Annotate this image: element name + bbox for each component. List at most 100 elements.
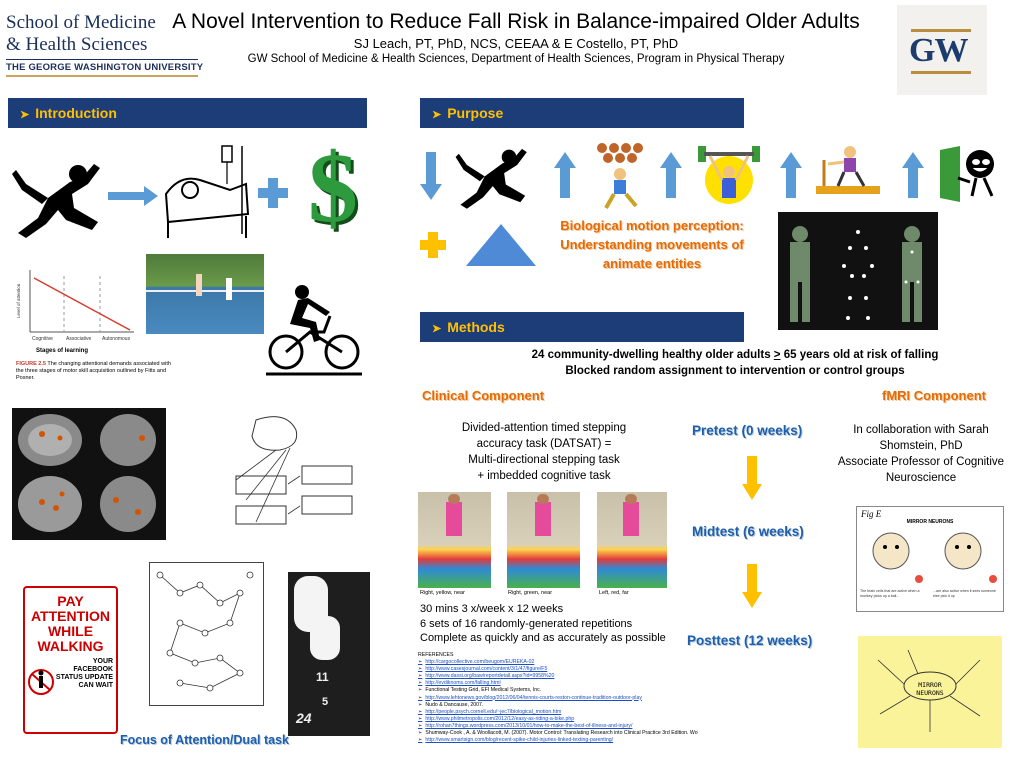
- arrow-up-icon: [780, 152, 802, 198]
- bullet-arrow-icon: ➢: [418, 673, 423, 680]
- sign-small-4: CAN WAIT: [78, 682, 114, 689]
- reference-text[interactable]: http://www.smartsign.com/blog/recent-spi…: [425, 737, 614, 744]
- sign-line-1: PAY: [57, 593, 84, 609]
- bullet-arrow-icon: ➢: [418, 694, 423, 701]
- purpose-title: Purpose: [447, 105, 504, 121]
- poster-affiliation: GW School of Medicine & Health Sciences,…: [247, 53, 785, 65]
- logo-divider: [6, 59, 198, 60]
- references-items: ➢http://cargocollective.com/beugom/EUREK…: [418, 659, 698, 744]
- reference-text[interactable]: http://cargocollective.com/beugom/EUREKA…: [425, 659, 535, 666]
- participants-text: 24 community-dwelling healthy older adul…: [420, 347, 1024, 379]
- weightlifter-icon: [698, 146, 760, 204]
- bullet-arrow-icon: ➢: [418, 666, 423, 673]
- reference-item: ➢Shumway-Cook , A. & Woollacott, M. (200…: [418, 730, 698, 737]
- collaboration-text: In collaboration with Sarah Shomstein, P…: [837, 424, 1005, 484]
- reference-item[interactable]: ➢http://cargocollective.com/beugom/EUREK…: [418, 659, 698, 666]
- triangle-icon: [466, 224, 536, 266]
- reference-item: ➢Nudo & Dancause, 2007.: [418, 702, 698, 709]
- graph-stage-2: Associative: [66, 336, 92, 342]
- reference-text[interactable]: http://evdiknoms.com/falling.html: [425, 680, 501, 687]
- mirror-neurons-mindmap: MIRROR NEURONS: [858, 636, 1002, 748]
- references-list: REFERENCES ➢http://cargocollective.com/b…: [418, 652, 698, 744]
- poster-authors: SJ Leach, PT, PhD, NCS, CEEAA & E Costel…: [353, 36, 679, 51]
- bullet-arrow-icon: ➢: [418, 701, 423, 708]
- reference-text[interactable]: http://www.philmetropolis.com/2012/12/ea…: [425, 715, 575, 722]
- participants-line-2: Blocked random assignment to interventio…: [565, 365, 905, 377]
- reference-text: Functional Testing Grid, EFI Medical Sys…: [425, 687, 542, 694]
- stepping-photo-3: [597, 492, 667, 588]
- mirror-caption-b: ...are also active when it sees someone …: [933, 589, 996, 598]
- reference-text[interactable]: http://www.casesjournal.com/content/3/1/…: [425, 666, 548, 673]
- dollar-icon: $: [308, 132, 358, 243]
- graph-stage-1: Cognitive: [32, 336, 53, 342]
- arrow-right-icon: [108, 186, 158, 206]
- focus-attention-label: Focus of Attention/Dual task: [120, 733, 289, 747]
- dual-task-diagram: [235, 416, 353, 525]
- photo-caption-1: Right, yellow, near: [420, 590, 465, 596]
- sign-small-3: STATUS UPDATE: [55, 674, 114, 681]
- exit-figure-icon: [940, 146, 994, 202]
- school-logo: School of Medicine & Health Sciences THE…: [6, 12, 204, 77]
- gw-logo: GW: [897, 5, 987, 95]
- reference-text: Nudo & Dancause, 2007.: [425, 701, 484, 708]
- mirror-neurons-figure: Fig E MIRROR NEURONS The brain cells tha…: [856, 506, 1004, 612]
- reference-item[interactable]: ➢http://evdiknoms.com/falling.html: [418, 680, 698, 687]
- attention-graph: Level of attention Cognitive Associative…: [16, 270, 134, 342]
- logo-school-line2: & Health Sciences: [6, 34, 148, 55]
- introduction-header: ➤Introduction: [8, 98, 367, 128]
- bullet-arrow-icon: ➢: [418, 715, 423, 722]
- sign-line-2: ATTENTION: [30, 608, 111, 624]
- bullet-arrow-icon: ➤: [432, 323, 442, 335]
- bullet-arrow-icon: ➤: [20, 109, 30, 121]
- cyclist-icon: [266, 285, 362, 376]
- bullet-arrow-icon: ➢: [418, 659, 423, 666]
- falling-man-icon: [12, 164, 100, 238]
- gw-logo-top-bar: [911, 29, 971, 32]
- treadmill-icon: [816, 146, 880, 194]
- bullet-arrow-icon: ➢: [418, 680, 423, 687]
- reference-text[interactable]: http://www.lehtonews.gov/blog/2012/06/04…: [425, 694, 642, 701]
- bullet-arrow-icon: ➤: [432, 109, 442, 121]
- reference-text[interactable]: http://rohan7things.wordpress.com/2013/1…: [425, 722, 633, 729]
- graph-xlabel: Stages of learning: [36, 348, 89, 354]
- methods-title: Methods: [447, 319, 505, 335]
- poster-title: A Novel Intervention to Reduce Fall Risk…: [172, 10, 860, 33]
- bullet-arrow-icon: ➢: [418, 722, 423, 729]
- sign-small-1: YOUR: [92, 658, 114, 665]
- reference-item[interactable]: ➢http://www.casesjournal.com/content/3/1…: [418, 666, 698, 673]
- reference-text: Shumway-Cook , A. & Woollacott, M. (2007…: [425, 730, 698, 737]
- logo-university: THE GEORGE WASHINGTON UNIVERSITY: [6, 62, 204, 73]
- pretest-label: Pretest (0 weeks): [692, 423, 803, 438]
- bullet-arrow-icon: ➢: [418, 737, 423, 744]
- arrow-down-yellow-icon: [742, 456, 762, 500]
- figure-caption-text: The changing attentional demands associa…: [16, 361, 171, 381]
- figure-caption: FIGURE 2.5 The changing attentional dema…: [16, 361, 172, 382]
- reference-item[interactable]: ➢http://www.philmetropolis.com/2012/12/e…: [418, 716, 698, 723]
- falling-man-small-icon: [455, 148, 527, 209]
- stepping-photo-2: [507, 492, 580, 588]
- mindmap-center-label: MIRROR NEURONS: [916, 681, 944, 697]
- numbered-floor-photo: 11 24 5: [288, 572, 370, 736]
- fmri-component-heading: fMRI Component: [882, 388, 986, 403]
- arrow-down-yellow-icon: [742, 564, 762, 608]
- reference-text[interactable]: http://www.dassi.org/baw/reportdetail.as…: [425, 673, 555, 680]
- bullet-arrow-icon: ➢: [418, 708, 423, 715]
- trail-making-test: [149, 562, 264, 706]
- biological-motion-images: [778, 212, 938, 330]
- midtest-label: Midtest (6 weeks): [692, 524, 804, 539]
- reference-item[interactable]: ➢http://people.psych.cornell.edu/~jec7/b…: [418, 709, 698, 716]
- balancing-figure-icon: [597, 143, 643, 209]
- datsat-description: Divided-attention timed stepping accurac…: [461, 422, 627, 482]
- reference-item[interactable]: ➢http://www.lehtonews.gov/blog/2012/06/0…: [418, 695, 698, 702]
- reference-item[interactable]: ➢http://rohan7things.wordpress.com/2013/…: [418, 723, 698, 730]
- sign-line-3: WHILE: [47, 623, 94, 639]
- methods-header: ➤ Methods: [420, 312, 744, 342]
- participants-line-1: 24 community-dwelling healthy older adul…: [531, 349, 939, 361]
- reference-item[interactable]: ➢http://www.dassi.org/baw/reportdetail.a…: [418, 673, 698, 680]
- bio-motion-text: Biological motion perception: Understand…: [560, 218, 744, 271]
- reference-text[interactable]: http://people.psych.cornell.edu/~jec7/bi…: [425, 708, 562, 715]
- bullet-arrow-icon: ➢: [418, 730, 423, 737]
- arrow-up-icon: [902, 152, 924, 198]
- reference-item[interactable]: ➢http://www.smartsign.com/blog/recent-sp…: [418, 737, 698, 744]
- figure-caption-label: FIGURE 2.5: [16, 361, 46, 367]
